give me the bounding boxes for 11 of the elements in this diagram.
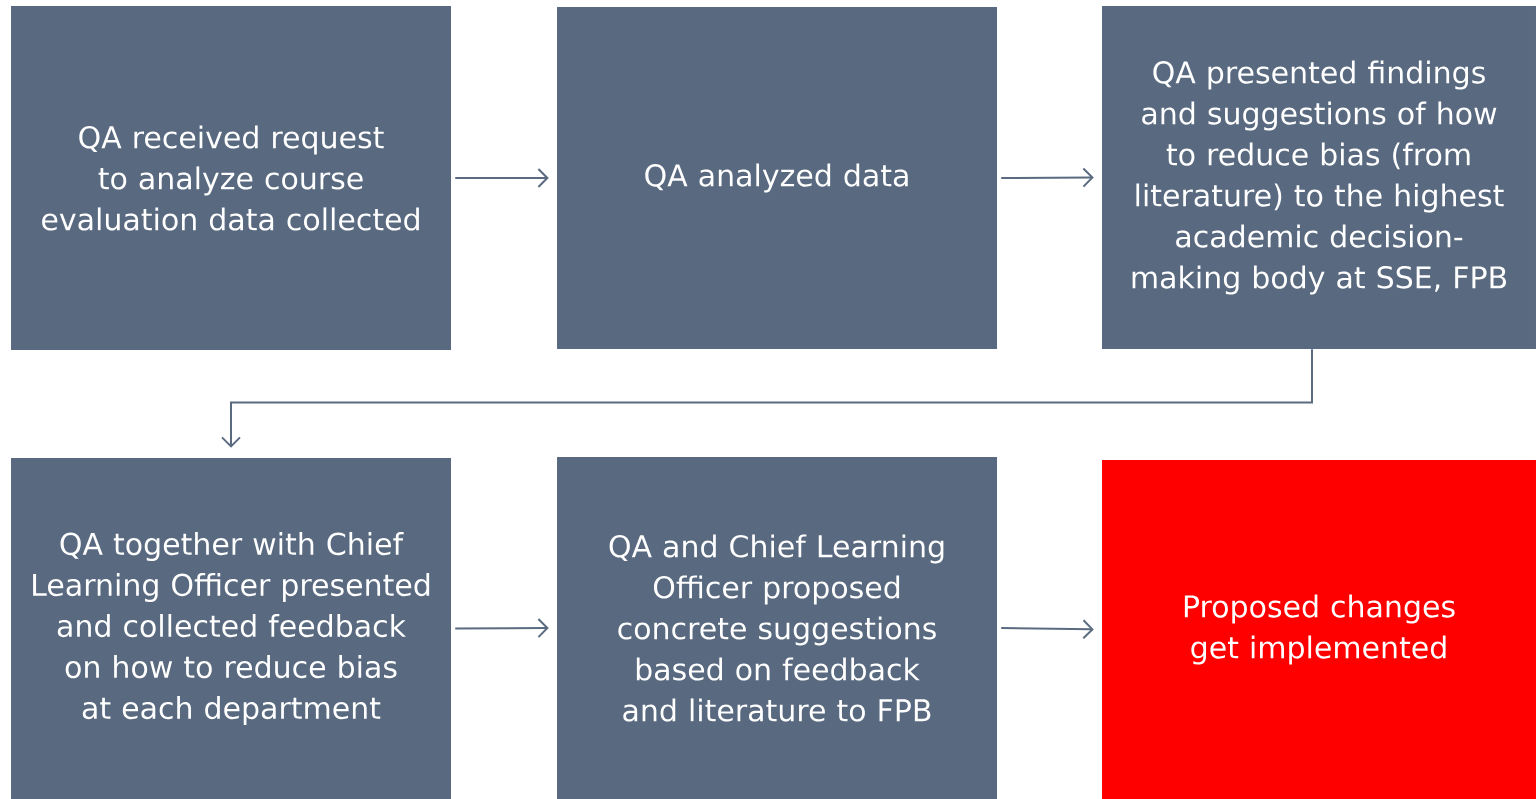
arrow [1000,167,1094,188]
arrow [1000,619,1094,640]
process-box: QA and Chief Learning Officer proposed concrete suggestions based on feedback and literature to FPB [557,457,997,799]
process-box: QA analyzed data [557,7,997,349]
process-box: Proposed changes get implemented [1102,460,1536,799]
process-box: QA presented findings and suggestions of how to reduce bias (from literature) to the highest academic decision-making body at SSE, FPB [1102,6,1536,349]
arrow [454,618,549,639]
process-box: QA received request to analyze course evaluation data collected [11,6,451,350]
process-box: QA together with Chief Learning Officer presented and collected feedback on how to reduce bias at each department [11,458,451,799]
arrow [454,168,549,188]
arrow [221,348,1313,448]
